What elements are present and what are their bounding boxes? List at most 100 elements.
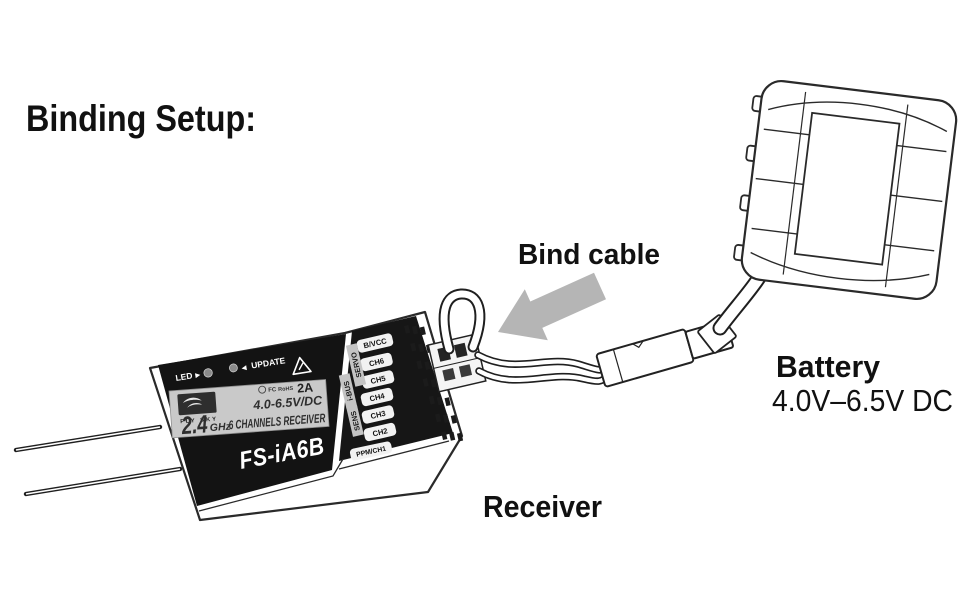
pin-row <box>435 413 457 424</box>
pin-stub <box>424 361 431 370</box>
flysky-bird-icon <box>182 397 202 404</box>
receiver-sticker: FLY SKY FC RoHS 2A 4.0-6.5V/DC 2.4 GHz 6… <box>168 379 330 440</box>
pin-pill <box>360 387 394 407</box>
flysky-bird-icon <box>187 403 203 408</box>
pin-row <box>404 324 426 336</box>
page-title: Binding Setup: <box>26 98 256 139</box>
pin-stub <box>444 397 451 407</box>
warning-triangle-outline <box>292 356 312 376</box>
led-marking: LED ▶ <box>175 368 213 383</box>
housing-slot <box>442 368 456 382</box>
pin-pill <box>356 333 394 353</box>
battery-voltage-label: 4.0V–6.5V DC <box>772 383 953 418</box>
pin-stub <box>419 326 426 336</box>
pin-label-ch4: CH4 <box>360 387 394 407</box>
pin-pill <box>360 352 393 372</box>
pin-pill <box>361 370 395 389</box>
pin-stub <box>411 325 419 335</box>
battery-label <box>793 111 901 266</box>
current-rating: 2A <box>297 380 314 395</box>
bind-cable-arrow-icon <box>498 272 606 341</box>
bus-strip <box>338 373 358 409</box>
pin-stub <box>435 413 442 423</box>
power-wires <box>474 351 612 385</box>
housing-slot <box>458 364 473 378</box>
pin-label-ch6: CH6 <box>360 352 393 372</box>
loop-core <box>440 290 484 353</box>
pin-stub <box>422 378 429 387</box>
led-pointer-icon: ▶ <box>195 371 201 380</box>
rohs-mark: RoHS <box>278 386 294 393</box>
pin-stub <box>436 396 443 406</box>
warning-triangle-mark <box>298 361 305 371</box>
pin-pill <box>361 405 395 424</box>
pin-text: CH6 <box>368 356 385 368</box>
case-edge-line <box>338 440 450 470</box>
freq-unit: GHz <box>209 421 232 435</box>
housing-divider <box>433 357 481 369</box>
bus-strip <box>345 343 367 387</box>
housing-slot <box>453 342 468 358</box>
pin-stub <box>428 395 435 405</box>
pin-stub <box>410 342 417 352</box>
receiver-label: Receiver <box>483 489 602 524</box>
pin-stub <box>416 360 423 370</box>
pin-stub <box>456 432 464 442</box>
wire-core <box>476 368 611 384</box>
bus-text: SENS <box>349 410 362 432</box>
pin-text: CH2 <box>372 426 389 438</box>
pin-pill <box>363 422 397 442</box>
antenna-wire-highlight <box>15 426 161 451</box>
receiver-illustration: FLY SKY FC RoHS 2A 4.0-6.5V/DC 2.4 GHz 6… <box>148 310 464 522</box>
bind-cable-loop <box>438 288 486 355</box>
pin-stub <box>449 431 456 441</box>
bus-text: i-BUS <box>342 380 355 402</box>
battery-illustration <box>733 79 958 301</box>
brand-text: FLY SKY <box>180 416 218 425</box>
antenna-wire-highlight <box>25 468 181 495</box>
led-dot-icon <box>203 368 213 378</box>
connector-socket <box>595 328 695 388</box>
update-pointer-icon: ◀ <box>241 363 247 372</box>
pin-label-ch3: CH3 <box>361 405 395 424</box>
wrap-fold-line <box>768 101 948 133</box>
pin-text: CH3 <box>370 409 387 421</box>
pin-text: CH4 <box>369 391 387 403</box>
voltage-rating: 4.0-6.5V/DC <box>252 393 324 412</box>
pin-text: CH5 <box>370 374 388 386</box>
pin-label-bvcc: B/VCC <box>356 333 394 353</box>
pin-stub <box>404 324 411 334</box>
bind-cable-label: Bind cable <box>518 239 660 271</box>
update-dot-icon <box>229 363 238 373</box>
pin-stub <box>418 343 425 353</box>
bus-strip <box>346 405 364 437</box>
case-edge-line <box>198 458 344 512</box>
pin-stub <box>442 414 450 424</box>
battery-cell-end-line <box>782 91 807 275</box>
receiver-pin-face <box>339 316 453 461</box>
pin-label-ch2: CH2 <box>363 422 397 442</box>
battery-label-title: Battery <box>776 349 881 384</box>
bus-label-servo: SERVO <box>345 343 367 387</box>
warning-triangle-icon <box>292 356 312 376</box>
pin-stub <box>430 378 437 388</box>
pin-stub <box>441 431 448 440</box>
pin-label-ppm-ch1: PPM/CH1 <box>349 441 393 461</box>
wire-core <box>475 352 610 372</box>
wrap-fold-line <box>750 251 930 282</box>
fc-mark: FC <box>268 387 277 394</box>
freq-value: 2.4 <box>180 410 209 440</box>
bus-label-sens: SENS <box>346 405 364 437</box>
led-label: LED <box>175 370 193 383</box>
pin-row <box>441 431 464 442</box>
antenna-wires <box>13 424 183 497</box>
pin-label-ch5: CH5 <box>361 370 395 389</box>
connector-notch <box>632 340 644 349</box>
pin-row <box>428 395 451 407</box>
pin-stub <box>450 414 457 424</box>
bus-label-ibus: i-BUS <box>338 373 358 409</box>
pin-pill <box>349 441 393 461</box>
ce-mark-icon <box>258 385 267 394</box>
